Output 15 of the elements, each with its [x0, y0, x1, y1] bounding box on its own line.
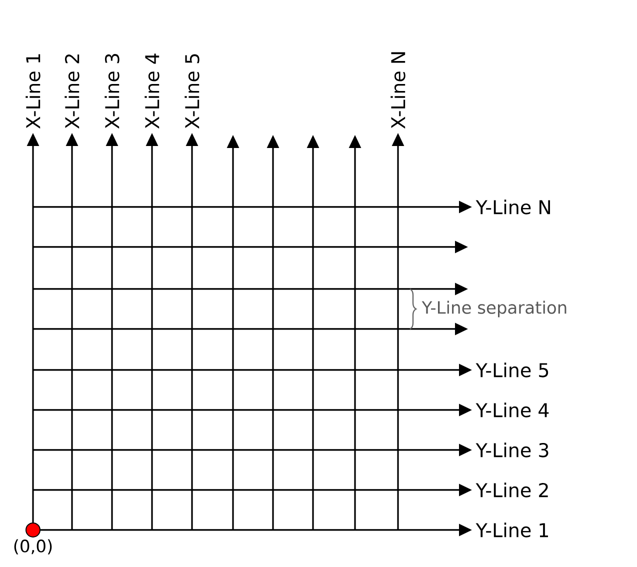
- axis-label: Y-Line 1: [476, 522, 548, 538]
- axis-label: Y-Line 5: [476, 362, 548, 378]
- axis-label: Y-Line N: [476, 200, 550, 214]
- note-text: Y-Line separation: [422, 300, 566, 318]
- axis-label: X-Line 2: [64, 54, 80, 129]
- origin-dot: [26, 522, 40, 538]
- axis-label: Y-Line 2: [476, 482, 548, 498]
- axis-label: X-Line 4: [144, 54, 160, 129]
- axis-label: Y-Line 4: [476, 402, 549, 418]
- origin-label: (0,0): [14, 539, 52, 554]
- axis-label: X-Line 1: [26, 54, 40, 129]
- axis-label: X-Line 5: [184, 54, 200, 129]
- axis-label: Y-Line 3: [476, 442, 548, 458]
- axis-label: X-Line N: [390, 52, 406, 129]
- axis-label: X-Line 3: [104, 54, 120, 129]
